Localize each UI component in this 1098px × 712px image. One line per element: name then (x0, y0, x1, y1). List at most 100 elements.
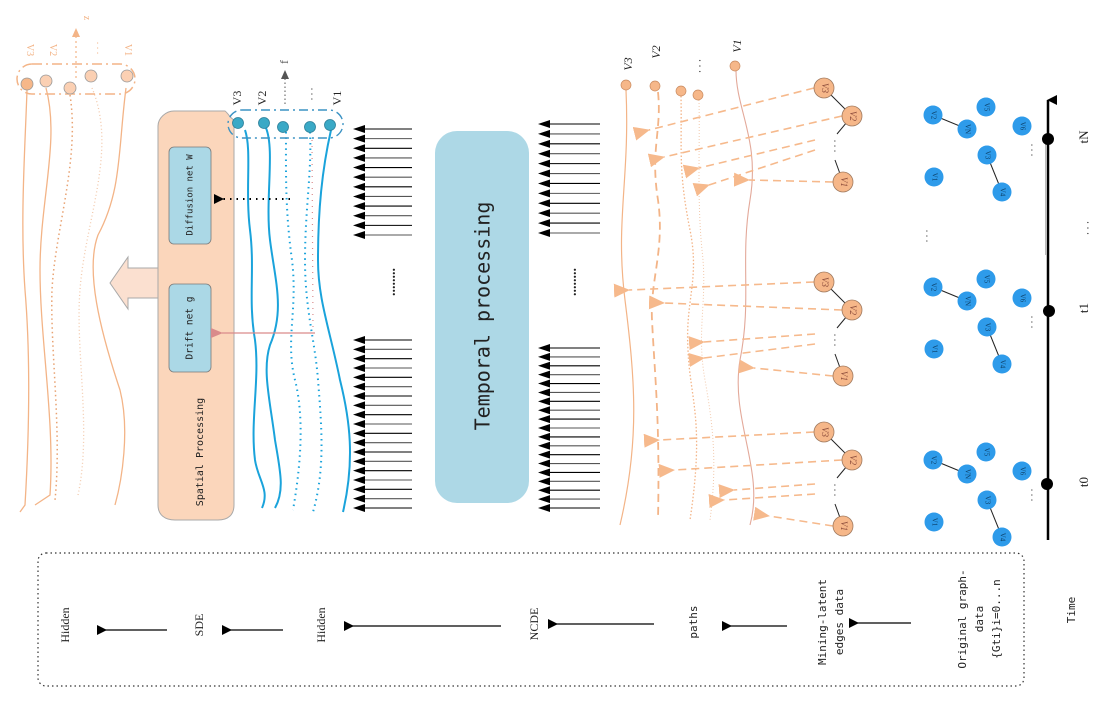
input-arrowhead (538, 468, 550, 477)
latent-label-v3: V3 (621, 57, 635, 70)
snapshot-node-label: V1 (839, 371, 849, 381)
snapshot-node (841, 299, 863, 321)
graph-node (957, 464, 977, 484)
input-arrowhead (538, 379, 550, 388)
input-arrowhead (353, 231, 365, 239)
graph-node (977, 317, 997, 337)
mapping-arrow (708, 493, 816, 508)
graph-node-label: V1 (930, 173, 938, 182)
input-arrowhead (538, 415, 550, 424)
input-arrowhead (353, 476, 365, 484)
graph-node-label: V4 (998, 188, 1006, 197)
input-arrowhead (353, 173, 365, 182)
latent-node (692, 89, 704, 101)
input-arrowhead (353, 448, 365, 456)
input-arrowhead (538, 219, 550, 228)
graph-node-label: V4 (998, 533, 1006, 542)
input-arrowhead (538, 179, 550, 188)
input-arrowhead (538, 397, 550, 406)
pipeline-step-mining-line2: edges data (833, 589, 846, 655)
graph-node-label: V3 (983, 496, 991, 505)
graph-node (1012, 461, 1032, 481)
snapshot-node-label: V3 (820, 427, 830, 437)
latent-label-v2: V2 (649, 45, 663, 58)
latent-node (620, 79, 632, 91)
graph-node (976, 442, 996, 462)
f-axis-label: f (277, 60, 291, 64)
mapping-arrow (647, 115, 843, 168)
input-arrowhead (538, 406, 550, 415)
output-paths: V3 V2 V1 z . . . (16, 16, 136, 513)
input-arrowhead (353, 144, 365, 153)
input-arrowhead (353, 134, 365, 143)
spatial-label-v3: V3 (230, 91, 244, 106)
spatial-path-dotted-1 (284, 131, 302, 511)
graph-node (957, 291, 977, 311)
input-arrowhead (538, 441, 550, 450)
snapshot-node-label: V3 (820, 83, 830, 93)
graph-node (924, 339, 944, 359)
output-path-v2 (34, 87, 52, 506)
snapshot-ellipsis: . . . (827, 334, 838, 347)
timeline-ellipsis: . . . (1080, 221, 1092, 235)
graph-node-label: VN (963, 124, 971, 134)
input-arrowhead (538, 388, 550, 397)
latent-path-v3 (619, 89, 635, 526)
input-arrowhead (353, 182, 365, 191)
latent-path-v2 (650, 91, 661, 521)
input-arrowhead (353, 457, 365, 466)
output-label-v3: V3 (24, 44, 35, 56)
snapshot-node-label: V2 (848, 455, 858, 465)
graph-node (1012, 288, 1032, 308)
graph-node (923, 277, 943, 297)
graph-node (923, 105, 943, 125)
timeline-label-t0: t0 (1076, 477, 1091, 487)
input-arrowhead (538, 504, 550, 512)
spatial-path-v3 (244, 129, 266, 509)
arrow-bank-spatial (353, 125, 412, 512)
arrow-bank-temporal (538, 120, 600, 512)
graph-node (992, 182, 1012, 202)
graph-node (976, 97, 996, 117)
mapping-arrow (658, 459, 843, 478)
spatial-processing-title: Spatial Processing (195, 398, 206, 506)
timeline-label-t1: t1 (1076, 303, 1091, 313)
snapshot-node (832, 171, 854, 193)
spatial-node (277, 121, 289, 133)
latent-node (675, 85, 687, 97)
input-arrowhead (353, 438, 365, 447)
snapshot-node (841, 105, 863, 127)
graph-ellipsis: . . . (1024, 144, 1035, 157)
input-arrowhead (353, 382, 365, 391)
mapping-arrow (632, 87, 815, 141)
input-arrowhead (353, 485, 365, 494)
drift-net-label: Drift net g (185, 297, 196, 360)
pipeline-step-mining-line1: Mining-latent (816, 579, 829, 665)
spatial-node-group (227, 109, 344, 139)
output-node-group (16, 63, 136, 95)
input-arrowhead (353, 494, 365, 503)
input-arrowhead (353, 504, 365, 512)
mapping-arrow (738, 359, 834, 377)
input-arrowhead (353, 401, 365, 410)
pipeline-step-original-line1: Original graph- (956, 569, 969, 668)
mapping-arrow (718, 483, 816, 499)
input-arrowhead (538, 495, 550, 504)
graph-ellipsis: . . . (1024, 316, 1035, 329)
spatial-node (304, 121, 316, 133)
snapshot-ellipsis: . . . (827, 484, 838, 497)
spatial-ellipsis: . . . (304, 88, 315, 101)
output-path-v3 (19, 89, 30, 513)
latent-path-dotted-2 (698, 99, 715, 521)
timeline-tick-tN (1042, 133, 1054, 145)
input-arrowhead (538, 486, 550, 495)
spatial-node (258, 117, 270, 129)
graph-node (924, 512, 944, 532)
graph-node-label: V5 (982, 103, 990, 112)
graph-node-label: V3 (983, 323, 991, 332)
latent-path-v1 (735, 69, 755, 526)
output-path-v1 (92, 87, 127, 506)
snapshot-node-label: V1 (839, 521, 849, 531)
